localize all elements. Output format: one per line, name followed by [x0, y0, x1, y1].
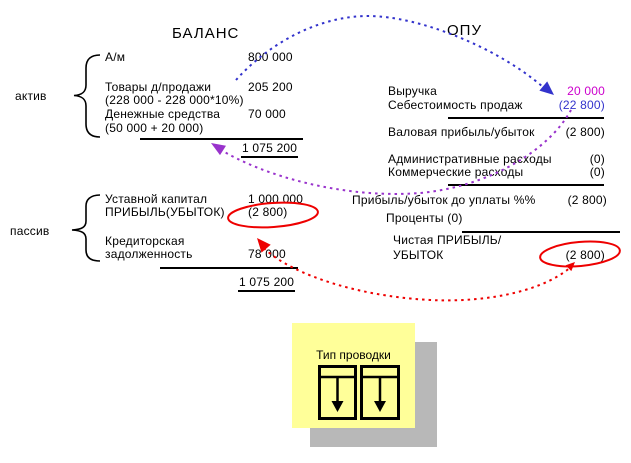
row-value: 78 000: [248, 247, 286, 261]
balance-row-asset-cash-calc: (50 000 + 20 000): [105, 122, 305, 135]
liabilities-total: 1 075 200: [238, 275, 296, 292]
opu-row-net-profit-line1: Чистая ПРИБЫЛЬ/: [393, 234, 605, 247]
row-value: 20 000: [567, 84, 605, 98]
row-label: Чистая ПРИБЫЛЬ/: [393, 233, 502, 247]
balance-row-asset-cash: Денежные средства 70 000: [105, 108, 305, 121]
t-account-right: [360, 365, 400, 420]
opu-row-net-profit-line2: УБЫТОК (2 800): [393, 249, 605, 262]
row-label: Коммерческие расходы: [388, 165, 524, 179]
row-label: Проценты: [386, 211, 444, 225]
row-label: ПРИБЫЛЬ(УБЫТОК): [105, 205, 225, 219]
posting-type-label: Тип проводки: [316, 348, 391, 362]
opu-row-ebit: Прибыль/убыток до уплаты %% (2 800): [352, 194, 607, 207]
row-label: Товары д/продажи: [105, 80, 212, 94]
row-value: (2 800): [567, 193, 607, 207]
row-value: (22 800): [558, 98, 605, 112]
row-value: 205 200: [248, 80, 293, 94]
liabilities-group-label: пассив: [10, 224, 50, 238]
row-label: задолженность: [105, 247, 193, 261]
row-value: (0): [447, 211, 463, 225]
opu-row-gross-profit: Валовая прибыль/убыток (2 800): [388, 126, 605, 139]
flow-arrowhead-net-profit: [565, 262, 575, 272]
t-account-left: [318, 365, 357, 420]
opu-row-interest: Проценты (0): [386, 212, 603, 225]
opu-rule-3: [462, 231, 620, 233]
assets-brace: [73, 54, 101, 138]
opu-rule-1: [448, 117, 604, 119]
balance-row-asset-am: А/м 800 000: [105, 51, 305, 64]
opu-row-cogs: Себестоимость продаж (22 800): [388, 99, 605, 112]
opu-row-selling-expenses: Коммерческие расходы (0): [388, 166, 605, 179]
row-label: Уставной капитал: [105, 192, 208, 206]
balance-row-profit-loss: ПРИБЫЛЬ(УБЫТОК) (2 800): [105, 206, 305, 219]
opu-title: ОПУ: [447, 22, 482, 39]
row-value: (2 800): [565, 125, 605, 139]
row-label: Валовая прибыль/убыток: [388, 125, 535, 139]
balance-row-payables-line2: задолженность 78 000: [105, 248, 305, 261]
balance-title: БАЛАНС: [172, 25, 240, 42]
assets-total-rule: [140, 138, 303, 140]
row-label: УБЫТОК: [393, 248, 444, 262]
balance-row-payables-line1: Кредиторская: [105, 235, 305, 248]
row-label: А/м: [105, 50, 126, 64]
opu-rule-2: [448, 184, 604, 186]
row-value: (2 800): [565, 248, 605, 262]
flow-arrowhead-balance-total: [211, 143, 226, 156]
row-value: 70 000: [248, 107, 286, 121]
row-label: Выручка: [388, 84, 438, 98]
row-value: (0): [589, 165, 605, 179]
opu-row-revenue: Выручка 20 000: [388, 85, 605, 98]
assets-group-label: актив: [15, 89, 47, 103]
row-label: (228 000 - 228 000*10%): [105, 93, 244, 107]
liabilities-brace: [71, 194, 101, 262]
row-label: Себестоимость продаж: [388, 98, 523, 112]
liabilities-total-rule: [160, 267, 298, 269]
row-label: Денежные средства: [105, 107, 221, 121]
row-value: 800 000: [248, 50, 293, 64]
assets-total: 1 075 200: [241, 141, 299, 158]
row-label: Административные расходы: [388, 152, 552, 166]
row-value: (2 800): [248, 205, 288, 219]
row-label: Прибыль/убыток до уплаты %%: [352, 193, 536, 207]
row-label: Кредиторская: [105, 234, 185, 248]
row-label: (50 000 + 20 000): [105, 121, 204, 135]
posting-type-note: [292, 323, 415, 428]
balance-row-asset-goods-calc: (228 000 - 228 000*10%): [105, 94, 305, 107]
row-value: (0): [589, 152, 605, 166]
